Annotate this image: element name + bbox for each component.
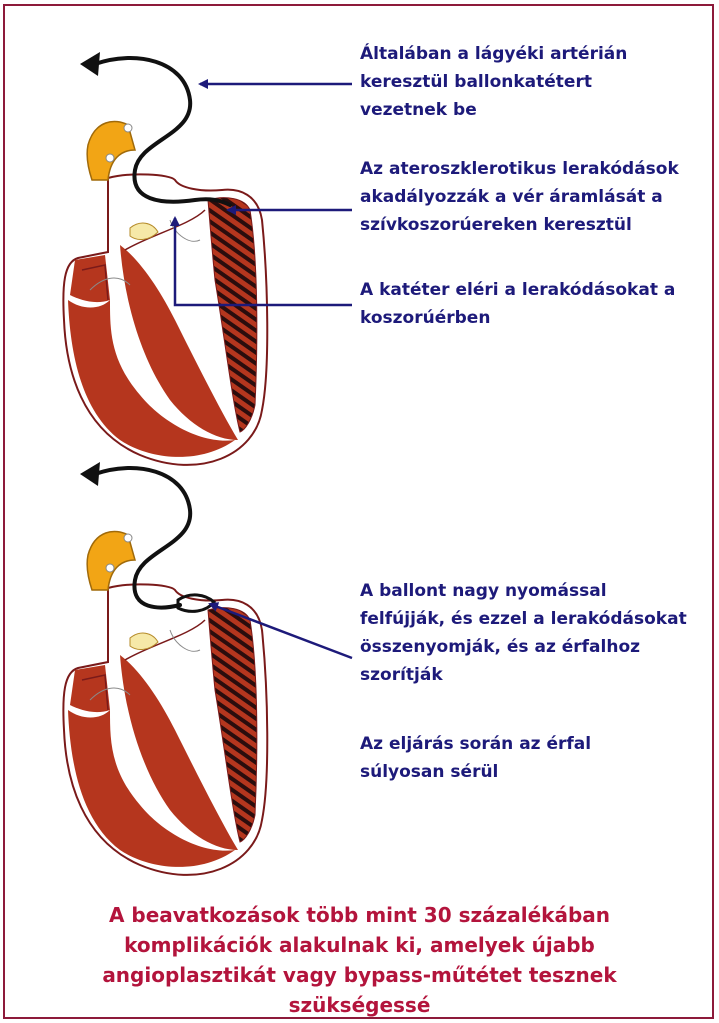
label-plaque-obstruction: Az ateroszklerotikus lerakódások akadály… [360, 155, 690, 239]
label-catheter-reaches-plaque: A katéter eléri a lerakódásokat a koszor… [360, 276, 680, 332]
label-catheter-insertion: Általában a lágyéki artérián keresztül b… [360, 40, 680, 124]
heart-illustration-top [63, 52, 267, 465]
label-balloon-inflation: A ballont nagy nyomással felfújják, és e… [360, 577, 690, 689]
footer-note: A beavatkozások több mint 30 százalékába… [40, 900, 679, 1020]
label-vessel-damage: Az eljárás során az érfal súlyosan sérül [360, 730, 660, 786]
heart-illustration-bottom [63, 462, 267, 875]
catheter-tip-arrow [80, 52, 100, 76]
